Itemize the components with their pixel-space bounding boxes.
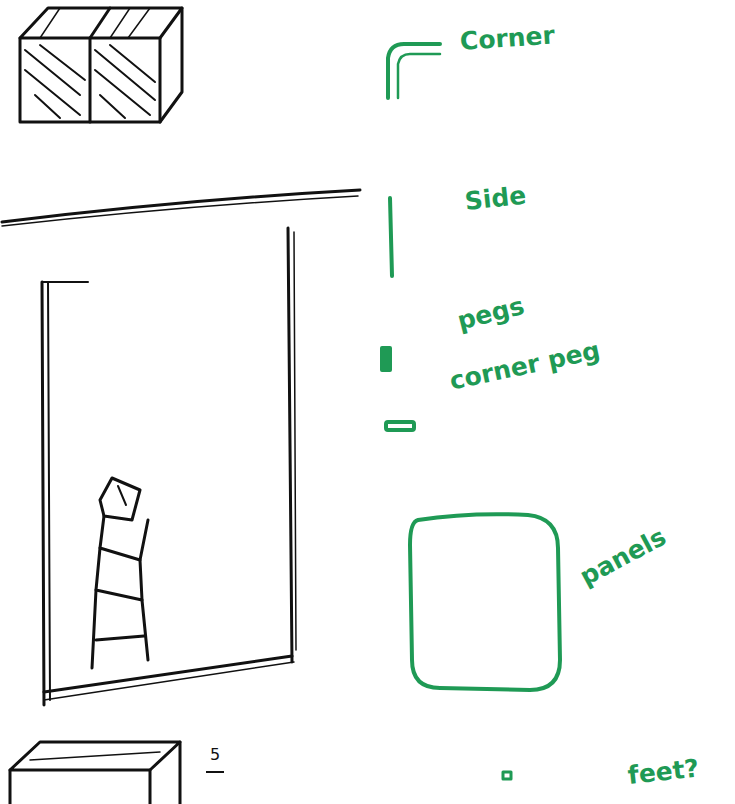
part-name: corner peg: [447, 337, 602, 396]
note: feet?: [627, 755, 701, 790]
callout-number: 5: [210, 746, 220, 764]
dimension-mark: [206, 771, 224, 773]
box-sketch: [20, 8, 182, 122]
room-sketch: [2, 190, 360, 705]
cube-sketch: [10, 742, 180, 804]
part-name: pegs: [455, 292, 527, 335]
part-name: Corner: [459, 21, 556, 55]
part-name: panels: [576, 523, 671, 591]
part-icons: [382, 44, 560, 779]
part-name: Side: [464, 182, 528, 216]
figure-sketch: [92, 478, 148, 668]
